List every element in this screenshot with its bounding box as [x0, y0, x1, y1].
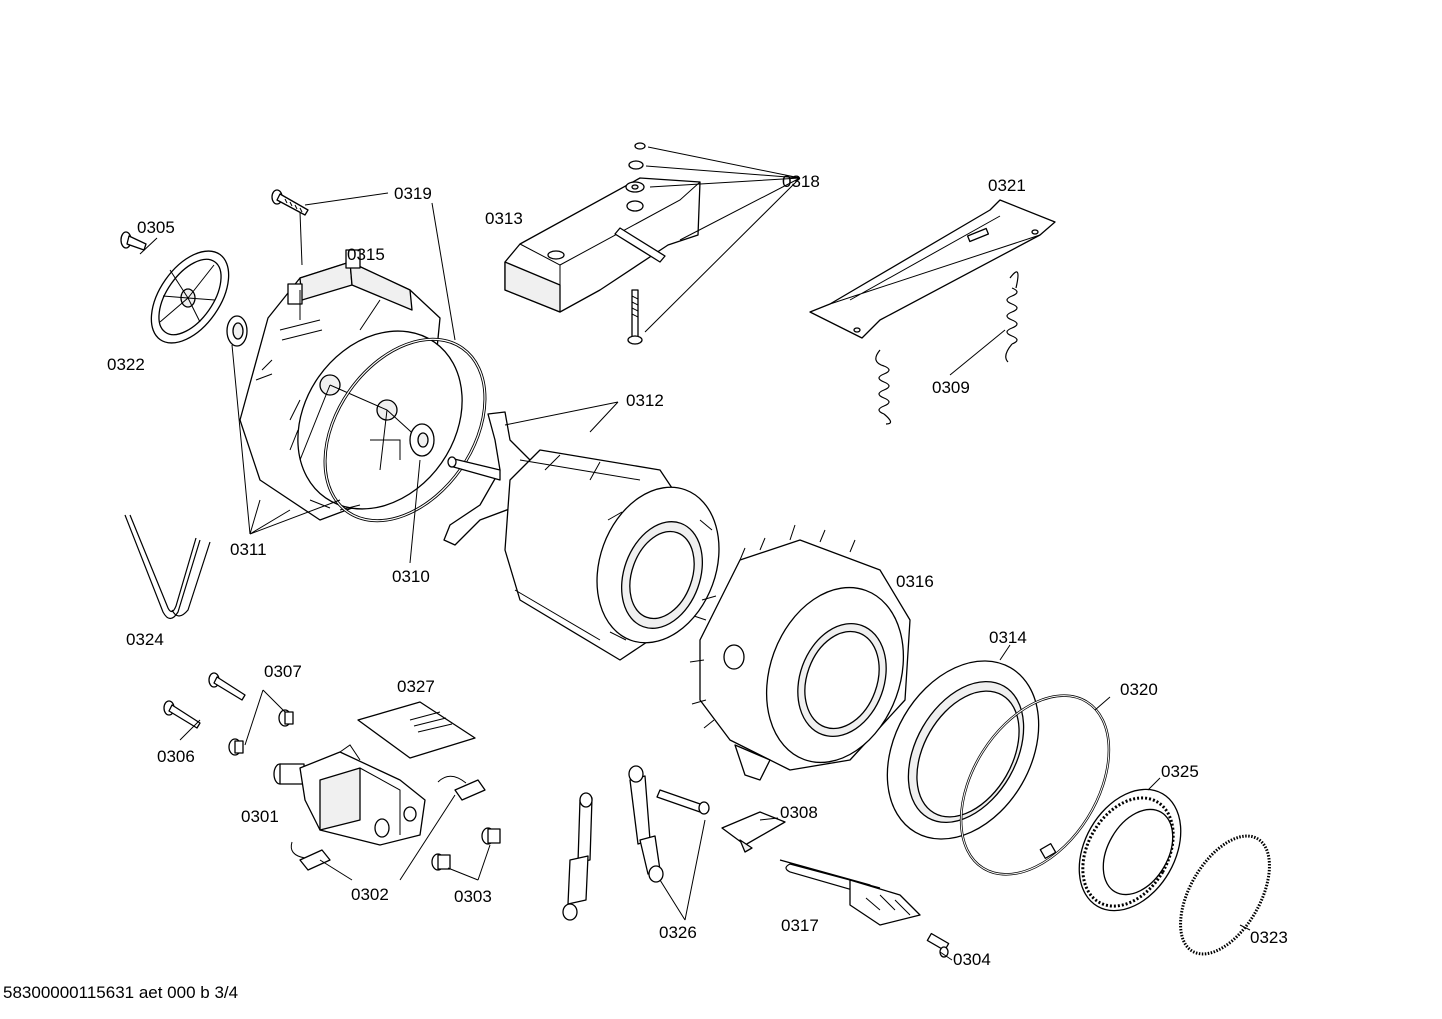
part-0322-pulley	[150, 250, 230, 344]
label-0319: 0319	[394, 184, 432, 203]
part-0312-drum-cross	[443, 411, 531, 546]
label-0321: 0321	[988, 176, 1026, 195]
part-0325-front-ring	[1078, 788, 1182, 912]
label-0307: 0307	[264, 662, 302, 681]
part-0312-drum	[504, 449, 720, 661]
part-0327-document	[357, 701, 476, 759]
label-0322: 0322	[107, 355, 145, 374]
part-0319-screw	[271, 189, 309, 216]
label-0315: 0315	[347, 245, 385, 264]
part-0303-bushings	[431, 827, 501, 871]
part-0314-door-seal	[886, 660, 1040, 840]
part-0320-clamp-ring	[959, 694, 1111, 876]
part-0304-ntc	[926, 932, 950, 958]
label-0314: 0314	[989, 628, 1027, 647]
part-0323-spring-ring	[1179, 834, 1271, 956]
part-0324-belt	[124, 514, 211, 620]
label-0311: 0311	[230, 540, 267, 559]
label-0317: 0317	[781, 916, 819, 935]
part-0313-counterweight	[504, 177, 701, 313]
label-0313: 0313	[485, 209, 523, 228]
part-0318-nut-washers	[625, 142, 646, 193]
leader-lines	[139, 146, 1251, 961]
label-0316: 0316	[896, 572, 934, 591]
part-0301-motor	[273, 744, 426, 846]
part-0306-screws	[163, 672, 246, 729]
label-0302: 0302	[351, 885, 389, 904]
label-0304: 0304	[953, 950, 991, 969]
label-0326: 0326	[659, 923, 697, 942]
label-0318: 0318	[782, 172, 820, 191]
footer-document-id: 58300000115631 aet 000 b 3/4	[3, 983, 238, 1002]
part-labels: 0305 0322 0319 0315 0313 0318 0321 0309 …	[107, 172, 1288, 969]
part-0309-springs	[875, 271, 1019, 425]
label-0305: 0305	[137, 218, 175, 237]
part-bearing-ring	[226, 315, 248, 347]
label-0303: 0303	[454, 887, 492, 906]
part-0302-carbon-brushes	[290, 775, 486, 871]
label-0327: 0327	[397, 677, 435, 696]
label-0323: 0323	[1250, 928, 1288, 947]
part-0315-rear-tub	[239, 249, 463, 521]
part-0318-bolt	[627, 289, 643, 345]
label-0310: 0310	[392, 567, 430, 586]
part-shaft-seal	[409, 423, 435, 457]
part-0326-shock-absorbers	[562, 765, 710, 921]
label-0301: 0301	[241, 807, 279, 826]
label-0325: 0325	[1161, 762, 1199, 781]
part-0307-nuts	[228, 709, 294, 756]
part-0308-sensor	[721, 811, 786, 853]
part-0316-front-tub	[689, 524, 911, 781]
part-0321-crossbar	[809, 199, 1056, 339]
label-0324: 0324	[126, 630, 164, 649]
label-0309: 0309	[932, 378, 970, 397]
label-0306: 0306	[157, 747, 195, 766]
label-0308: 0308	[780, 803, 818, 822]
part-0317-heater	[779, 859, 921, 926]
label-0320: 0320	[1120, 680, 1158, 699]
label-0312: 0312	[626, 391, 664, 410]
